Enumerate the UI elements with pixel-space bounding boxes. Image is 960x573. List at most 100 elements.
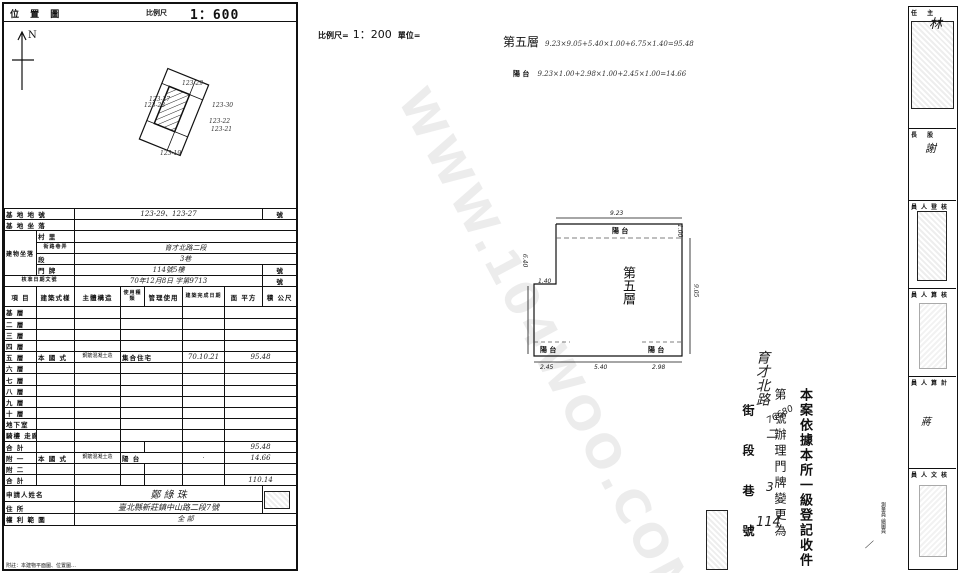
surveyor-note: 測量員 繪圖員 [880,502,886,534]
building-style-cell [35,384,76,397]
notice-handwritten-lane: 3 [766,480,774,494]
row-address: 住 所 臺北縣新莊鎮中山路二段7號 [4,501,297,515]
building-style-cell [35,328,76,341]
seal-stamp [264,490,291,509]
usage-cell [120,339,184,353]
row-rights: 權 利 範 圍 全 部 [4,513,296,526]
floor-name-cell: 地下室 [4,418,37,431]
structure-cell: 鋼筋混凝土造 [74,351,122,364]
usage-cell [120,384,184,397]
dim-top: 9.23 [610,210,624,217]
parcel-annotation: 123-22 [209,118,231,125]
row-grand-total: 合 計 110.14 [4,474,296,487]
floor-row: 六 層 [4,362,296,375]
row-village: 建物坐落 村 里 [4,230,296,277]
building-style-cell [35,339,76,353]
building-style-cell [35,418,76,431]
location-map-header: 位 置 圖 比例尺 1：600 [4,4,296,23]
dimension-lines [527,217,691,363]
north-label: N [28,30,37,41]
location-map-scale-value: 1：600 [190,8,240,23]
parcel-annotation: 123-27 [149,96,171,103]
north-arrow-icon [12,30,34,90]
usage-cell [120,373,184,386]
usage-cell: 集合住宅 [120,351,184,364]
room-label: 第五層 [620,266,635,305]
row-total: 合 計 95.48 [4,440,296,453]
usage-cell [120,429,184,442]
area-cell [224,395,296,409]
structure-cell [74,418,122,431]
parcel-annotation: 123-29 [182,80,204,87]
dim-left-step: 1.40 [538,278,552,285]
completion-date-cell [182,306,226,319]
area-cell [224,384,296,397]
document-seal-stamp [919,485,947,557]
usage-cell [120,406,184,420]
chief-seal-stamp [911,21,954,109]
building-style-cell [35,373,76,386]
row-road: 街路巷弄 育才北路二段 [5,241,296,254]
floor-row: 七 層 [4,373,296,386]
floor-name-cell: 九 層 [4,395,37,409]
floor-plan-drawing [527,217,691,363]
structure-cell [74,373,122,386]
completion-date-cell [182,384,226,397]
approval-cell-document: 員人文核 [909,469,956,568]
area-cell [224,373,296,386]
row-lot-number: 基 地 地 號 123-29、123-27 號 [4,207,296,221]
floor-name-cell: 三 層 [4,328,37,341]
location-map-drawing [12,30,210,157]
building-data-table: 基 地 地 號 123-29、123-27 號 基 地 坐 落 建物坐落 村 里… [4,207,297,526]
building-style-cell: 本 國 式 [35,351,76,364]
row-applicant: 申請人姓名 鄭 綠 珠 [4,485,296,515]
usage-cell [120,395,184,409]
notice-handwritten-road: 育才北路 [754,350,770,406]
completion-date-cell [182,339,226,353]
floor-row: 地下室 [4,418,296,431]
location-map: N 123-29 123-28 123-27 123-30 123-22 123… [4,22,296,208]
structure-cell [74,328,122,341]
building-style-cell [35,429,76,442]
structure-cell [74,406,122,420]
area-cell [224,328,296,341]
area-cell [224,429,296,442]
row-lane: 段 3巷 [5,252,296,265]
parcel-annotation: 123-28 [144,102,166,109]
floor-name-cell: 七 層 [4,373,37,386]
usage-cell [120,362,184,375]
notice-column-1: 本案依據本所一級登記收件 [797,388,812,568]
balcony-tag-left: 陽 台 [540,346,557,354]
row-completion-date: 核准日期文號 70年12月8日 字第9713 號 [4,275,296,288]
floor-row: 騎樓 走廊 [4,429,296,442]
area-cell [224,406,296,420]
row-annex-2: 附 二 [4,462,296,476]
dim-bottom-right: 2.98 [652,364,666,371]
area-cell [224,339,296,353]
floor-row: 九 層 [4,395,296,409]
floor-name-cell: 四 層 [4,339,37,353]
floor-name-cell: 騎樓 走廊 [4,429,37,442]
dim-left: 6.40 [521,254,528,268]
dim-right: 9.05 [692,284,699,298]
approval-cell-calc-check: 員人算核 [909,289,956,377]
area-cell [224,418,296,431]
calc-check-seal-stamp [919,303,947,369]
floor-name-cell: 五 層 [4,351,37,364]
floor-name-cell: 十 層 [4,406,37,420]
parcel-outline [138,67,210,157]
completion-date-cell [182,429,226,442]
usage-cell [120,328,184,341]
approval-cell-section-head: 長 股 謝 [909,129,956,201]
floor-name-cell: 二 層 [4,317,37,330]
table-footnote: 附註：本建物平面圖、位置圖… [6,563,77,569]
notice-column-2: 第 號辦理門牌變更為 [773,388,787,540]
notice-handwritten-num: 114 [756,515,781,530]
balcony-tag-right: 陽 台 [648,346,665,354]
completion-date-cell [182,362,226,375]
floor-row: 三 層 [4,328,296,341]
approval-cell-chief: 任 主 林 [909,7,956,129]
